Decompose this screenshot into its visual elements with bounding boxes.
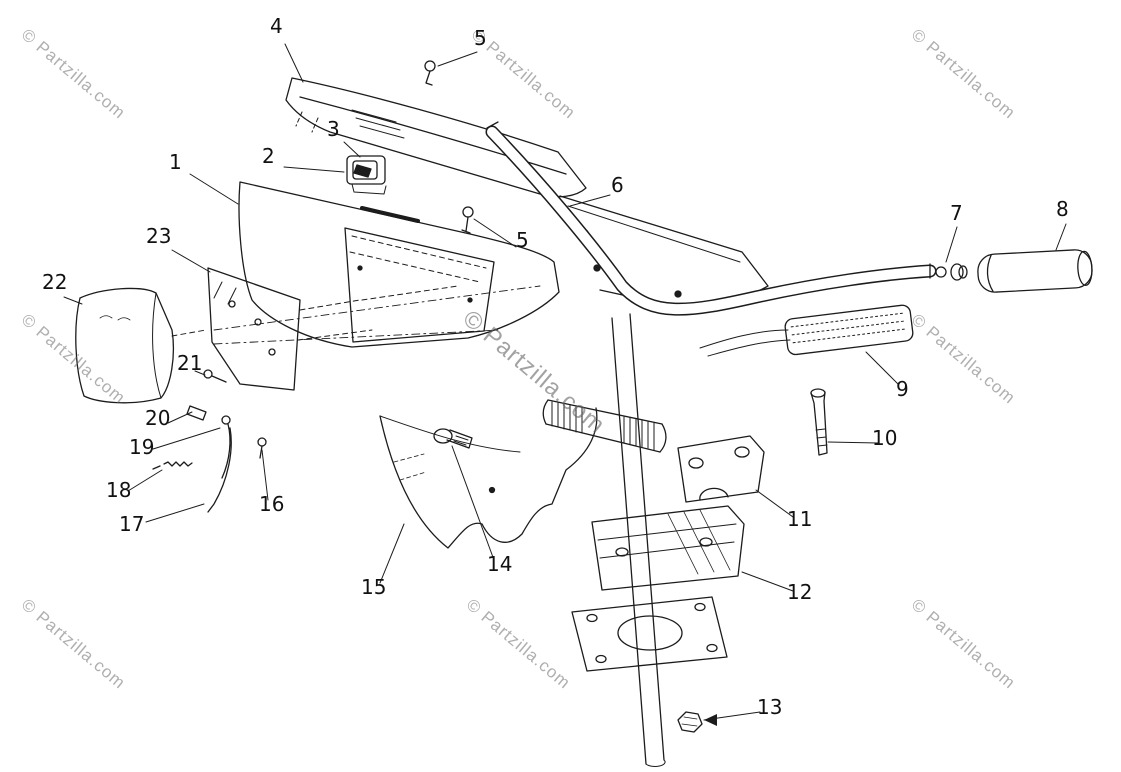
- part-screw-21: [203, 369, 227, 383]
- callout-17: 17: [119, 512, 145, 536]
- part-pin-20: [186, 405, 207, 421]
- part-spring-18: [152, 461, 193, 470]
- part-bracket-23: [207, 267, 373, 391]
- part-top-panel: [285, 77, 587, 198]
- part-bolt-10: [810, 388, 828, 456]
- callout-5b: 5: [516, 228, 529, 252]
- part-screw-16: [257, 437, 267, 459]
- callout-2: 2: [262, 144, 275, 168]
- callout-21: 21: [177, 351, 203, 375]
- callout-19: 19: [129, 435, 155, 459]
- part-console: [213, 181, 560, 348]
- part-switch: [346, 155, 387, 195]
- callout-10: 10: [872, 426, 898, 450]
- callout-9: 9: [896, 377, 909, 401]
- callout-14: 14: [487, 552, 513, 576]
- callout-23: 23: [146, 224, 172, 248]
- callout-6: 6: [611, 173, 624, 197]
- part-cable-17: [207, 427, 232, 513]
- callout-3: 3: [327, 117, 340, 141]
- part-handlebar: [485, 121, 937, 316]
- callout-16: 16: [259, 492, 285, 516]
- part-screw-5-mid: [461, 206, 474, 234]
- callout-7: 7: [950, 201, 963, 225]
- callout-22: 22: [42, 270, 68, 294]
- callout-12: 12: [787, 580, 813, 604]
- part-block-12: [591, 505, 745, 591]
- leader-lines: [63, 43, 1067, 726]
- part-grip-heater: [699, 304, 914, 357]
- part-screw-5-top: [424, 60, 436, 86]
- part-pad-22: [75, 287, 207, 404]
- callout-4: 4: [270, 14, 283, 38]
- callout-11: 11: [787, 507, 813, 531]
- callout-18: 18: [106, 478, 132, 502]
- part-spline-shaft: [542, 399, 667, 453]
- part-nut-13: [677, 711, 703, 733]
- part-screw-14: [433, 428, 473, 449]
- part-grip: [977, 249, 1093, 293]
- part-clamp-11: [677, 435, 765, 503]
- callout-5a: 5: [474, 26, 487, 50]
- part-steering-post: [611, 313, 666, 767]
- callout-15: 15: [361, 575, 387, 599]
- part-lower-trim-15: [379, 407, 598, 549]
- part-ferrule-7: [935, 263, 968, 281]
- callout-13: 13: [757, 695, 783, 719]
- callout-8: 8: [1056, 197, 1069, 221]
- callout-1: 1: [169, 150, 182, 174]
- callout-20: 20: [145, 406, 171, 430]
- part-adjuster-19: [221, 415, 231, 479]
- part-mount-plate: [571, 596, 728, 672]
